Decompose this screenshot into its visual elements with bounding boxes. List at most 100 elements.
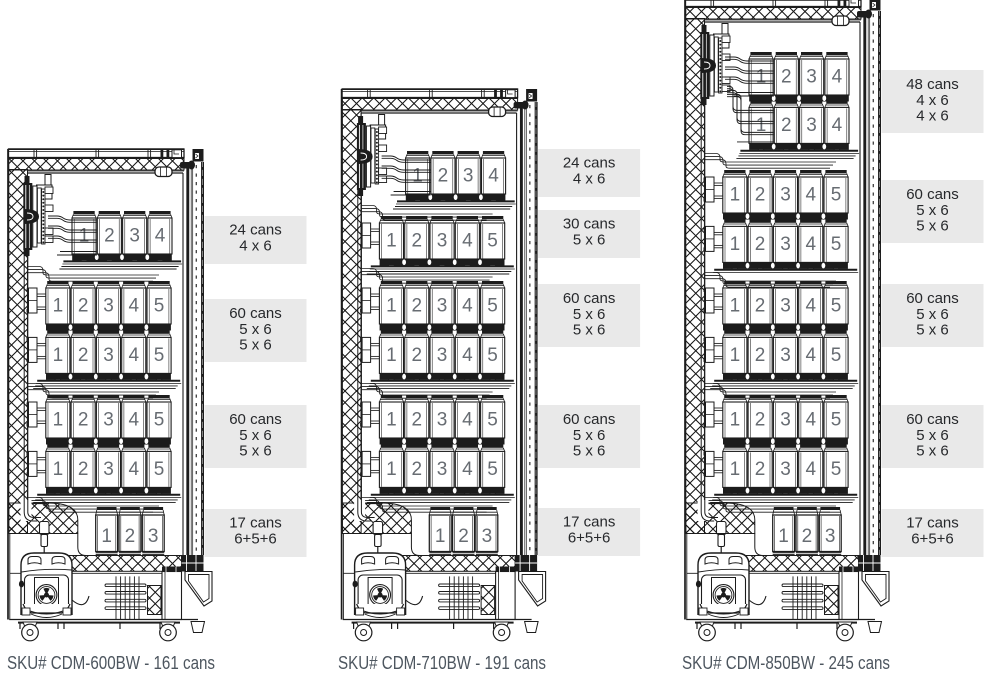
svg-text:60 cans: 60 cans xyxy=(229,411,282,428)
svg-text:4: 4 xyxy=(462,231,473,252)
svg-text:SKU# CDM-850BW - 245 cans: SKU# CDM-850BW - 245 cans xyxy=(682,652,890,673)
svg-text:2: 2 xyxy=(781,115,792,136)
svg-text:2: 2 xyxy=(755,234,766,255)
svg-text:2: 2 xyxy=(755,296,766,317)
svg-text:4 x 6: 4 x 6 xyxy=(916,92,949,109)
svg-text:2: 2 xyxy=(412,296,423,317)
svg-text:3: 3 xyxy=(780,345,791,366)
svg-text:1: 1 xyxy=(53,296,64,317)
svg-text:5: 5 xyxy=(831,345,842,366)
svg-text:3: 3 xyxy=(780,234,791,255)
svg-text:2: 2 xyxy=(755,345,766,366)
svg-text:2: 2 xyxy=(125,526,136,547)
svg-text:5 x 6: 5 x 6 xyxy=(916,202,949,219)
svg-text:5 x 6: 5 x 6 xyxy=(239,321,272,338)
svg-text:60 cans: 60 cans xyxy=(906,186,959,203)
svg-text:5 x 6: 5 x 6 xyxy=(573,306,606,323)
svg-text:60 cans: 60 cans xyxy=(229,305,282,322)
svg-text:5 x 6: 5 x 6 xyxy=(573,321,606,338)
svg-text:5 x 6: 5 x 6 xyxy=(916,321,949,338)
svg-text:2: 2 xyxy=(78,345,89,366)
svg-text:5: 5 xyxy=(154,410,165,431)
svg-text:1: 1 xyxy=(386,345,397,366)
svg-text:1: 1 xyxy=(412,166,423,187)
svg-text:5: 5 xyxy=(154,296,165,317)
svg-text:5: 5 xyxy=(831,296,842,317)
svg-text:6+5+6: 6+5+6 xyxy=(234,530,277,547)
svg-text:3: 3 xyxy=(437,231,448,252)
svg-text:2: 2 xyxy=(755,459,766,480)
svg-text:5 x 6: 5 x 6 xyxy=(916,427,949,444)
svg-text:3: 3 xyxy=(463,166,474,187)
svg-text:5 x 6: 5 x 6 xyxy=(916,306,949,323)
svg-text:1: 1 xyxy=(79,226,90,247)
svg-text:2: 2 xyxy=(458,526,469,547)
svg-text:2: 2 xyxy=(412,231,423,252)
svg-text:3: 3 xyxy=(103,410,114,431)
svg-text:1: 1 xyxy=(756,115,767,136)
svg-text:3: 3 xyxy=(825,526,836,547)
svg-text:1: 1 xyxy=(53,345,64,366)
svg-text:1: 1 xyxy=(778,526,789,547)
svg-text:60 cans: 60 cans xyxy=(906,411,959,428)
svg-text:4: 4 xyxy=(806,185,817,206)
svg-text:5 x 6: 5 x 6 xyxy=(239,442,272,459)
svg-text:5: 5 xyxy=(487,410,498,431)
svg-text:3: 3 xyxy=(437,345,448,366)
svg-text:4: 4 xyxy=(832,67,843,88)
svg-text:17 cans: 17 cans xyxy=(906,515,959,532)
svg-text:3: 3 xyxy=(103,459,114,480)
svg-text:4: 4 xyxy=(462,345,473,366)
svg-text:3: 3 xyxy=(806,115,817,136)
svg-text:2: 2 xyxy=(412,459,423,480)
svg-text:2: 2 xyxy=(78,410,89,431)
svg-text:4 x 6: 4 x 6 xyxy=(916,107,949,124)
svg-text:5: 5 xyxy=(831,459,842,480)
svg-text:5: 5 xyxy=(487,296,498,317)
svg-text:4: 4 xyxy=(155,226,166,247)
svg-text:3: 3 xyxy=(780,296,791,317)
svg-text:1: 1 xyxy=(730,185,741,206)
svg-text:4: 4 xyxy=(129,296,140,317)
svg-text:3: 3 xyxy=(437,459,448,480)
svg-text:17 cans: 17 cans xyxy=(229,515,282,532)
svg-text:30 cans: 30 cans xyxy=(563,216,616,233)
svg-text:3: 3 xyxy=(482,526,493,547)
svg-text:SKU# CDM-600BW - 161 cans: SKU# CDM-600BW - 161 cans xyxy=(7,652,215,673)
svg-text:5 x 6: 5 x 6 xyxy=(916,217,949,234)
svg-text:2: 2 xyxy=(78,296,89,317)
svg-text:3: 3 xyxy=(437,296,448,317)
svg-text:2: 2 xyxy=(412,345,423,366)
svg-text:3: 3 xyxy=(103,296,114,317)
svg-text:4 x 6: 4 x 6 xyxy=(573,170,606,187)
svg-text:4: 4 xyxy=(462,410,473,431)
svg-text:5: 5 xyxy=(831,185,842,206)
svg-text:24 cans: 24 cans xyxy=(563,155,616,172)
svg-text:4: 4 xyxy=(462,459,473,480)
svg-text:3: 3 xyxy=(437,410,448,431)
svg-text:1: 1 xyxy=(730,410,741,431)
svg-text:4: 4 xyxy=(806,459,817,480)
svg-text:5: 5 xyxy=(831,234,842,255)
svg-text:2: 2 xyxy=(781,67,792,88)
svg-text:4: 4 xyxy=(129,345,140,366)
svg-text:5: 5 xyxy=(154,459,165,480)
svg-text:5 x 6: 5 x 6 xyxy=(916,442,949,459)
svg-text:3: 3 xyxy=(780,410,791,431)
svg-text:1: 1 xyxy=(53,410,64,431)
svg-text:1: 1 xyxy=(386,459,397,480)
svg-text:4: 4 xyxy=(806,234,817,255)
svg-text:3: 3 xyxy=(129,226,140,247)
svg-text:4: 4 xyxy=(806,410,817,431)
svg-text:4: 4 xyxy=(806,345,817,366)
svg-text:60 cans: 60 cans xyxy=(906,290,959,307)
svg-text:4: 4 xyxy=(129,459,140,480)
svg-text:3: 3 xyxy=(780,185,791,206)
svg-text:SKU# CDM-710BW - 191 cans: SKU# CDM-710BW - 191 cans xyxy=(338,652,546,673)
svg-text:5: 5 xyxy=(487,345,498,366)
svg-text:5: 5 xyxy=(831,410,842,431)
svg-text:1: 1 xyxy=(386,296,397,317)
svg-text:1: 1 xyxy=(756,67,767,88)
svg-text:3: 3 xyxy=(148,526,159,547)
svg-text:5: 5 xyxy=(487,459,498,480)
